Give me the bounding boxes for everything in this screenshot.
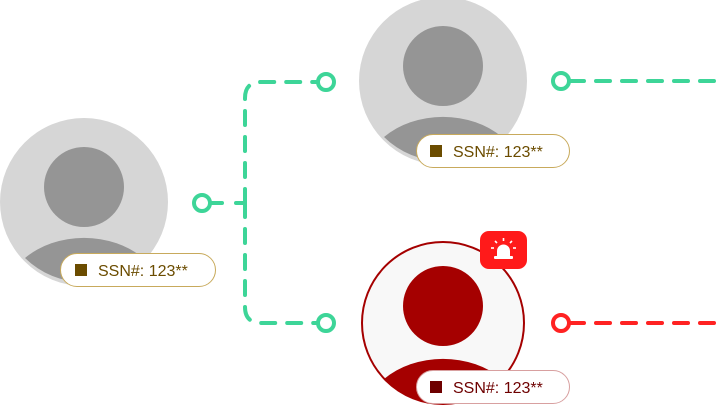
ssn-text: SSN#: 123** (98, 263, 188, 280)
branch-path-top (243, 80, 319, 205)
top-in-node (316, 72, 336, 92)
ssn-text: SSN#: 123** (453, 380, 543, 397)
source-connector-node (192, 193, 212, 213)
alert-badge[interactable] (480, 231, 527, 269)
ssn-text: SSN#: 123** (453, 144, 543, 161)
status-square (75, 264, 87, 276)
status-square (430, 145, 442, 157)
top-out-node (551, 71, 571, 91)
ssn-label-bottom: SSN#: 123** (416, 370, 570, 404)
ssn-label-source: SSN#: 123** (60, 253, 216, 287)
connector-lines (192, 71, 718, 333)
bottom-in-node (316, 313, 336, 333)
bottom-out-node (551, 313, 571, 333)
siren-icon (491, 238, 516, 259)
ssn-label-top: SSN#: 123** (416, 134, 570, 168)
branch-path-bottom (243, 201, 319, 325)
status-square (430, 381, 442, 393)
